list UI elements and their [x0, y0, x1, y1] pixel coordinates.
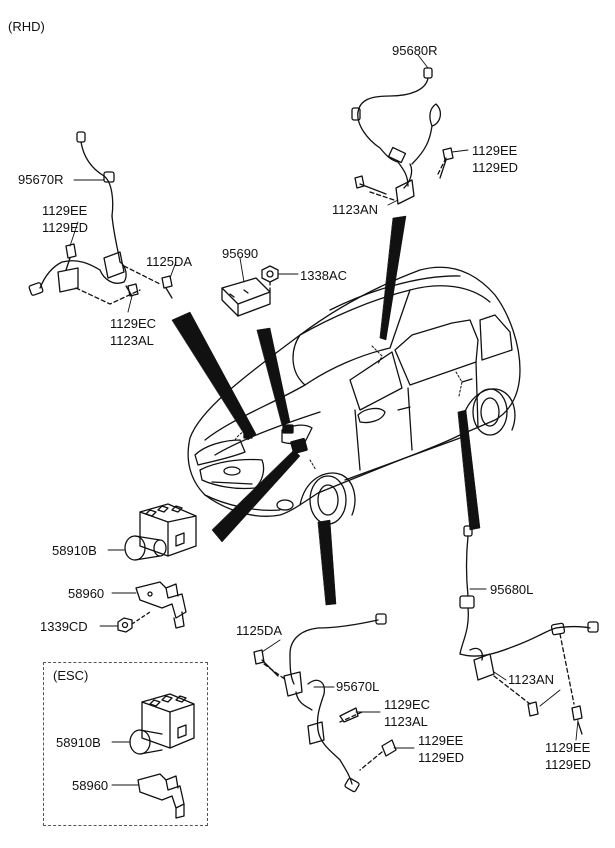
vehicle-outline	[187, 266, 521, 525]
callout-1129EE-fr[interactable]: 1129EE	[42, 203, 88, 218]
callout-1339CD[interactable]: 1339CD	[40, 619, 88, 634]
callout-1123AN-rr[interactable]: 1123AN	[332, 202, 379, 217]
callout-95680R[interactable]: 95680R	[392, 43, 438, 58]
front-right-wheel-speed-sensor	[28, 131, 173, 305]
callout-1129ED-rl[interactable]: 1129ED	[545, 757, 592, 772]
callout-1123AL-fl[interactable]: 1123AL	[384, 714, 428, 729]
callout-95680L[interactable]: 95680L	[490, 582, 534, 597]
callout-1129EC-fl[interactable]: 1129EC	[384, 697, 431, 712]
callout-1125DA-fr[interactable]: 1125DA	[146, 254, 193, 269]
yaw-rate-sensor	[221, 265, 279, 317]
callout-1129EE-rr[interactable]: 1129EE	[472, 143, 518, 158]
esc-hecu-bracket	[137, 773, 185, 819]
callout-1129EE-fl[interactable]: 1129EE	[418, 733, 464, 748]
callout-95690[interactable]: 95690	[222, 246, 259, 261]
callout-1129EC-fr[interactable]: 1129EC	[110, 316, 157, 331]
callout-58910B-esc[interactable]: 58910B	[56, 735, 101, 750]
callout-1338AC[interactable]: 1338AC	[300, 268, 347, 283]
callout-95670L[interactable]: 95670L	[336, 679, 380, 694]
esc-hecu-assembly	[129, 693, 195, 755]
rear-right-wheel-speed-sensor	[351, 67, 454, 205]
callout-1123AN-rl[interactable]: 1123AN	[508, 672, 555, 687]
esc-variant-box	[43, 662, 208, 826]
esc-box-label: (ESC)	[53, 668, 89, 683]
rear-left-wheel-speed-sensor	[459, 525, 599, 735]
callout-58960-esc[interactable]: 58960	[72, 778, 109, 793]
hecu-bracket	[117, 581, 187, 633]
callout-1129ED-rr[interactable]: 1129ED	[472, 160, 519, 175]
variant-label: (RHD)	[8, 19, 45, 34]
front-left-wheel-speed-sensor	[253, 613, 397, 793]
callout-58910B[interactable]: 58910B	[52, 543, 97, 558]
callout-1129EE-rl[interactable]: 1129EE	[545, 740, 591, 755]
callout-1129ED-fl[interactable]: 1129ED	[418, 750, 465, 765]
callout-58960[interactable]: 58960	[68, 586, 105, 601]
callout-1123AL-fr[interactable]: 1123AL	[110, 333, 154, 348]
hecu-assembly	[124, 503, 197, 561]
callout-95670R[interactable]: 95670R	[18, 172, 64, 187]
callout-1125DA-fl[interactable]: 1125DA	[236, 623, 283, 638]
callout-1129ED-fr[interactable]: 1129ED	[42, 220, 89, 235]
